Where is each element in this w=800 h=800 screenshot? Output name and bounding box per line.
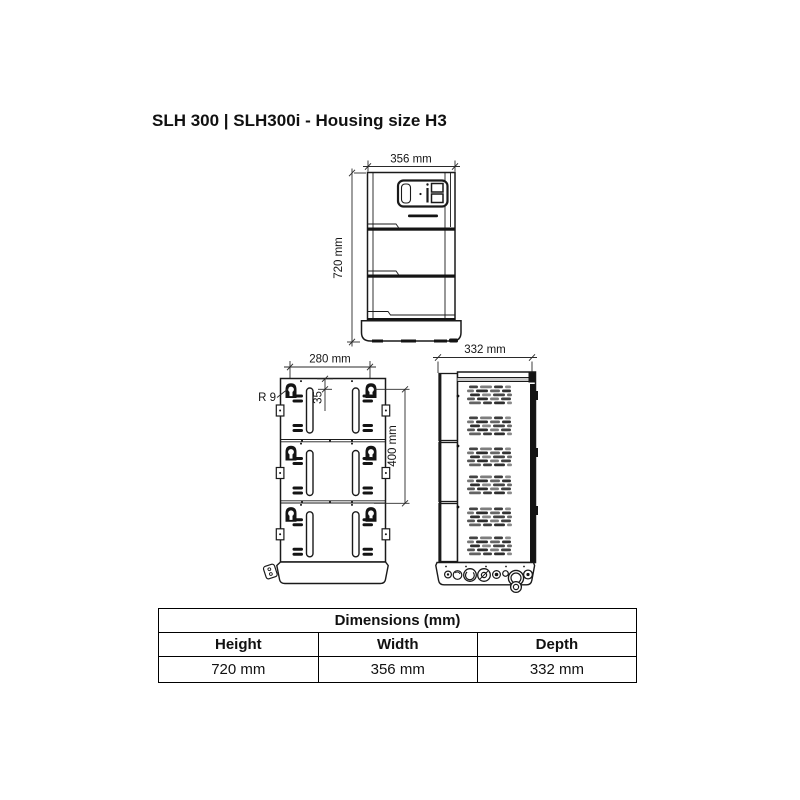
rear-width-dimension-label: 280 mm [309,354,351,366]
cable-gland-icons [444,568,534,594]
column-header-height: Height [158,632,319,657]
dimensions-table-title: Dimensions (mm) [158,608,637,633]
side-view-drawing: 332 mm [433,344,538,594]
rear-view-drawing: 280 mm R 9 35 [258,354,410,585]
column-header-depth: Depth [476,632,638,657]
page-title: SLH 300 | SLH300i - Housing size H3 [152,111,447,130]
rear-keyhole-radius-label: R 9 [258,392,276,404]
value-depth: 332 mm [476,656,638,683]
front-width-dimension-label: 356 mm [390,154,432,166]
rear-spacing-dimension-label: 400 mm [387,425,399,467]
value-height: 720 mm [158,656,319,683]
front-view-drawing: 356 mm 720 mm [333,154,462,347]
front-height-dimension-label: 720 mm [333,237,345,279]
rear-offset-dimension-label: 35 [313,391,325,404]
status-display-icon [396,179,449,208]
side-depth-dimension-label: 332 mm [464,344,506,356]
column-header-width: Width [317,632,478,657]
dimensions-table: Dimensions (mm) Height Width Depth 720 m… [158,608,638,683]
brand-logo-icon [408,214,438,218]
rear-cable-connector [262,563,278,580]
value-width: 356 mm [317,656,478,683]
